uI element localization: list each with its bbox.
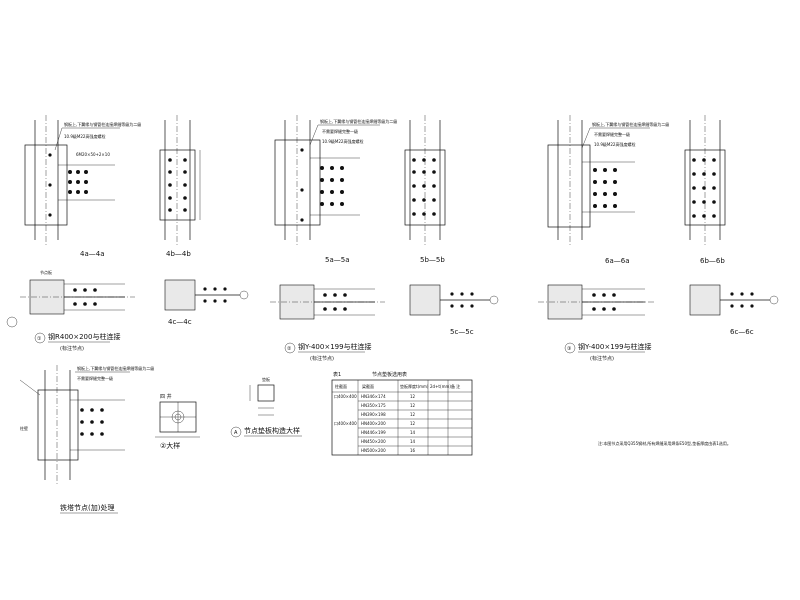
table-header-cell: 梁截面 [362,383,374,389]
table-cell: HN350×175 [361,403,386,408]
table-header-cell: 柱截面 [335,383,347,389]
callout-text: 不需要焊缝完整一级 [77,375,113,381]
callout-text: 钢板上,下翼缘与钢管柱连接焊缝等级为二级 [64,121,141,127]
detail-title: ②大样 [160,441,180,450]
plan-6c: 6c—6c [689,284,779,336]
elevation-4a: 钢板上,下翼缘与钢管柱连接焊缝等级为二级 10.9级M22高强度螺栓 6M20×… [24,115,141,258]
note-text: 注:本图节点采用Q355钢材,所有焊缝采用焊条E50型,垫板厚度由表1选用。 [598,440,731,446]
detail-title-2: ② 钢Y-400×199与柱连接 (标注节点) [284,342,372,362]
callout-text: 钢板上,下翼缘与钢管柱连接焊缝等级为二级 [592,121,669,127]
section-label: 5b—5b [420,256,445,264]
callout-text: 10.9级M22高强度螺栓 [322,138,363,144]
table-cell: HN390×198 [361,412,386,417]
detail-title: 节点垫板构造大样 [244,426,300,435]
callout-text: 节点板 [40,269,52,275]
section-label: 5a—5a [325,256,350,264]
table-cell: 16 [410,448,416,453]
group-5: 钢板上,下翼缘与钢管柱连接焊缝等级为二级 不需要焊缝完整一级 10.9级M22高… [270,115,499,362]
plan-4a: 节点板 [6,269,135,328]
detail-title-1: ① 钢R400×200与柱连接 (标注节点) [34,332,120,352]
table-cell: HN446×199 [361,430,386,435]
table-cell: 12 [410,394,416,399]
detail-number: ① [37,336,42,342]
table-header-cell: 备 注 [451,383,460,389]
detail-number: ② [287,346,292,352]
callout-text: 不需要焊缝完整一级 [322,128,358,134]
detail-title: 钢Y-400×199与柱连接 [578,342,652,351]
table-cell: 12 [410,403,416,408]
detail-title: 铁塔节点(加)处理 [60,503,114,512]
table-cell: HN450×200 [361,439,386,444]
section-label: 6a—6a [605,257,630,265]
section-label: 4b—4b [166,250,191,258]
table-cell: HN400×200 [361,421,386,426]
plan-4c: 4c—4c [164,279,249,326]
callout-text: 不需要焊缝完整一级 [594,131,630,137]
detail-title: 钢Y-400×199与柱连接 [298,342,372,351]
table-cell: HN500×200 [361,448,386,453]
callout-text: 柱壁 [20,425,28,431]
detail-subtitle: (标注节点) [310,355,334,362]
detail-subtitle: (标注节点) [60,345,84,352]
detail-title-3: ③ 钢Y-400×199与柱连接 (标注节点) [564,342,652,362]
callout-text: 钢板上,下翼缘与钢管柱连接焊缝等级为二级 [320,118,397,124]
table-cell: 14 [410,430,416,435]
detail-gasket: 垫板 A 节点垫板构造大样 [230,376,302,438]
table-cell: 12 [410,421,416,426]
callout-text: 10.9级M22高强度螺栓 [64,133,105,139]
detail-tower-joint: 钢板上,下翼缘与钢管柱连接焊缝等级为二级 不需要焊缝完整一级 柱壁 铁塔节点(加… [19,365,154,514]
table-header-cell: 2d+t(mm) [430,384,451,389]
elevation-5a: 钢板上,下翼缘与钢管柱连接焊缝等级为二级 不需要焊缝完整一级 10.9级M22高… [274,115,397,264]
table-cell: 12 [410,412,416,417]
section-label: 5c—5c [450,328,474,336]
detail-heading: 四 井 [160,393,172,400]
callout-text: 10.9级M22高强度螺栓 [594,141,635,147]
table-header: 柱截面 梁截面 垫板厚度t(mm) 2d+t(mm) 备 注 [335,383,460,389]
plan-5a [270,284,385,320]
section-label: 4c—4c [168,318,192,326]
table-cell: 口400×400 [334,421,357,426]
general-note: 注:本图节点采用Q355钢材,所有焊缝采用焊条E50型,垫板厚度由表1选用。 [598,440,731,446]
elevation-6a: 钢板上,下翼缘与钢管柱连接焊缝等级为二级 不需要焊缝完整一级 10.9级M22高… [547,115,669,265]
detail-number: A [234,430,238,436]
table-header-cell: 垫板厚度t(mm) [400,383,429,389]
detail-subtitle: (标注节点) [590,355,614,362]
table-cell: 14 [410,439,416,444]
elevation-5b: 5b—5b [404,115,445,264]
detail-number: ③ [567,346,571,352]
callout-text: 6M20×50+2×10 [76,152,110,157]
table-cell: 口400×400 [334,394,357,399]
group-4: 钢板上,下翼缘与钢管柱连接焊缝等级为二级 10.9级M22高强度螺栓 6M20×… [6,115,249,352]
group-6: 钢板上,下翼缘与钢管柱连接焊缝等级为二级 不需要焊缝完整一级 10.9级M22高… [538,115,779,362]
callout-text: 钢板上,下翼缘与钢管柱连接焊缝等级为二级 [77,365,154,371]
section-label: 4a—4a [80,250,105,258]
elevation-6b: 6b—6b [684,115,725,265]
plan-5c: 5c—5c [409,284,499,336]
section-label: 6b—6b [700,257,725,265]
callout-text: 垫板 [262,376,270,382]
table-cell: HN346×174 [361,394,386,399]
table-title: 节点垫板选用表 [372,371,407,378]
elevation-4b: 4b—4b [159,115,201,258]
section-label: 6c—6c [730,328,754,336]
table-label: 表1 [333,371,341,378]
plan-6a [538,284,655,320]
detail-title: 钢R400×200与柱连接 [48,332,120,341]
detail-2-large: 四 井 ②大样 [155,393,200,450]
